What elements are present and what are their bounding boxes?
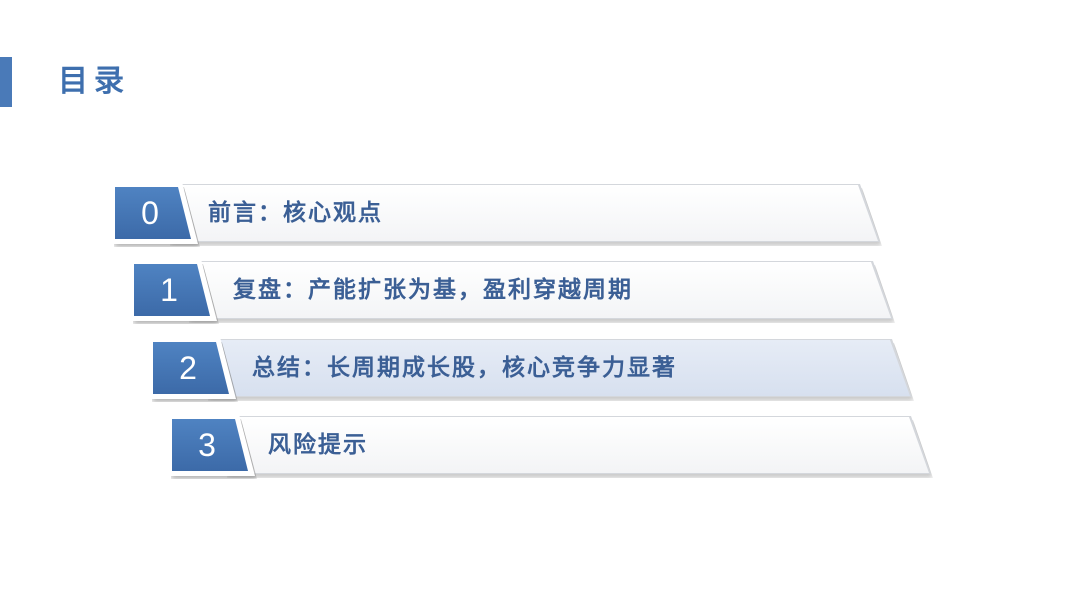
toc-item-1[interactable]: 1 复盘：产能扩张为基，盈利穿越周期 [129, 261, 895, 321]
toc-number: 2 [179, 350, 197, 386]
toc-item-bar [209, 340, 910, 396]
toc-item-label: 风险提示 [268, 432, 368, 458]
toc-number: 1 [160, 272, 178, 308]
toc-item-bar [228, 417, 929, 473]
toc-item-bar [171, 185, 878, 241]
title-accent-bar [0, 57, 12, 107]
toc-item-label: 总结：长周期成长股，核心竞争力显著 [252, 355, 677, 381]
toc-number-box: 3 [167, 414, 255, 476]
toc-number: 3 [198, 427, 216, 463]
toc-item-0[interactable]: 0 前言：核心观点 [110, 184, 880, 244]
toc-number-box: 1 [129, 259, 217, 321]
toc-item-label: 前言：核心观点 [208, 200, 383, 226]
toc-number: 0 [141, 195, 159, 231]
toc-number-box: 0 [110, 182, 198, 244]
toc-item-2[interactable]: 2 总结：长周期成长股，核心竞争力显著 [148, 339, 914, 399]
toc-item-bar [190, 262, 891, 318]
toc-item-label: 复盘：产能扩张为基，盈利穿越周期 [233, 277, 633, 303]
toc-number-box: 2 [148, 337, 236, 399]
page-title: 目录 [58, 64, 130, 99]
toc-item-3[interactable]: 3 风险提示 [167, 416, 933, 476]
